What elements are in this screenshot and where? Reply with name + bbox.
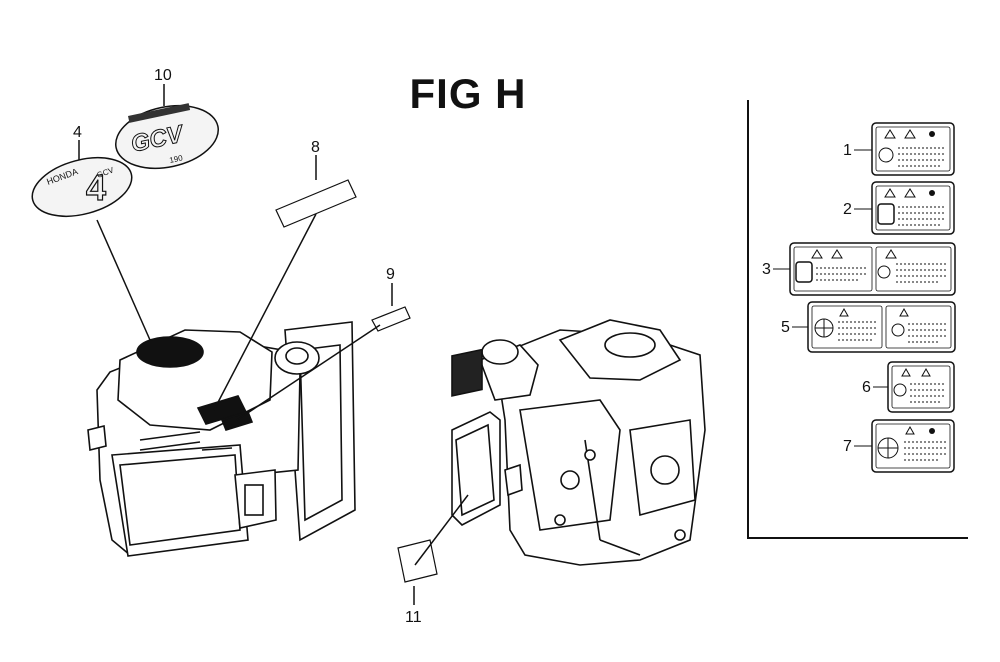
warning-label-1 [871, 122, 955, 176]
engine-rear-view [451, 319, 706, 566]
warning-label-6 [887, 361, 955, 413]
callout-6: 6 [862, 379, 871, 396]
callout-3: 3 [762, 261, 771, 278]
main-callouts: 4 10 8 9 11 [73, 67, 422, 626]
callout-5: 5 [781, 319, 790, 336]
legend-callouts: 1 2 3 5 6 7 [762, 142, 888, 455]
engine-front-view [87, 321, 356, 557]
emblem-big-4: 4 [86, 167, 106, 208]
callout-1: 1 [843, 142, 852, 159]
emblem-gcv-10: GCV 190 [115, 103, 219, 170]
callout-11: 11 [405, 609, 422, 626]
leader-lines [78, 84, 469, 605]
callout-7: 7 [843, 438, 852, 455]
warning-label-3 [789, 242, 956, 296]
label-legend-panel [747, 100, 968, 539]
figure-title: FIG H [409, 70, 527, 117]
callout-10: 10 [154, 67, 172, 84]
warning-label-2 [871, 181, 955, 235]
callout-4: 4 [73, 124, 82, 141]
emblem-gcv-model: 190 [169, 153, 184, 165]
callout-2: 2 [843, 201, 852, 218]
warning-label-5 [807, 301, 956, 353]
warning-label-7 [871, 419, 955, 473]
callout-9: 9 [386, 266, 395, 283]
label-8 [275, 179, 357, 228]
emblem-honda-4: HONDA 4 GCV [31, 157, 133, 217]
callout-8: 8 [311, 139, 320, 156]
